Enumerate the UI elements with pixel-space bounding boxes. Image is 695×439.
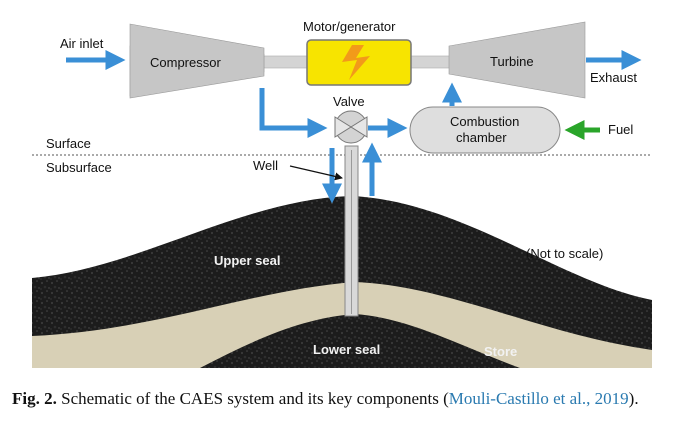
- air-inlet-label: Air inlet: [60, 36, 104, 51]
- valve-bowtie: [334, 116, 352, 138]
- combustion-label-line2: chamber: [456, 130, 507, 145]
- store-label: Store: [484, 344, 517, 359]
- caption-end: ).: [628, 389, 639, 408]
- turbine-shape: [448, 21, 586, 99]
- caes-diagram: Air inlet Compressor Motor/generator Tur…: [32, 19, 652, 368]
- caption-text: Schematic of the CAES system and its key…: [56, 389, 449, 408]
- surface-label: Surface: [46, 136, 91, 151]
- turbine-label: Turbine: [490, 54, 534, 69]
- compressor-to-valve-arrow: [259, 88, 328, 138]
- exhaust-label: Exhaust: [590, 70, 637, 85]
- compressor-shape: [129, 23, 265, 99]
- compressor-label: Compressor: [150, 55, 221, 70]
- lightning-icon: [342, 45, 370, 80]
- fuel-label: Fuel: [608, 122, 633, 137]
- not-to-scale-label: (Not to scale): [526, 246, 603, 261]
- lower-seal-label: Lower seal: [313, 342, 380, 357]
- valve-bowtie-right: [350, 116, 368, 138]
- well-label: Well: [253, 158, 278, 173]
- motor-generator-label: Motor/generator: [303, 19, 396, 34]
- air-flows: [66, 50, 642, 204]
- combustion-chamber: [409, 106, 561, 154]
- well-pointer: [289, 165, 343, 181]
- subsurface-label: Subsurface: [46, 160, 112, 175]
- valve-label: Valve: [333, 94, 365, 109]
- lower-seal-rock: [200, 314, 520, 368]
- valve: [334, 110, 368, 144]
- geology: [32, 196, 652, 368]
- figure-label: Fig. 2.: [12, 389, 57, 408]
- figure-caption: Fig. 2. Schematic of the CAES system and…: [12, 388, 684, 410]
- combustion-label-line1: Combustion: [450, 114, 519, 129]
- citation-link[interactable]: Mouli-Castillo et al., 2019: [448, 389, 629, 408]
- upper-seal-label: Upper seal: [214, 253, 280, 268]
